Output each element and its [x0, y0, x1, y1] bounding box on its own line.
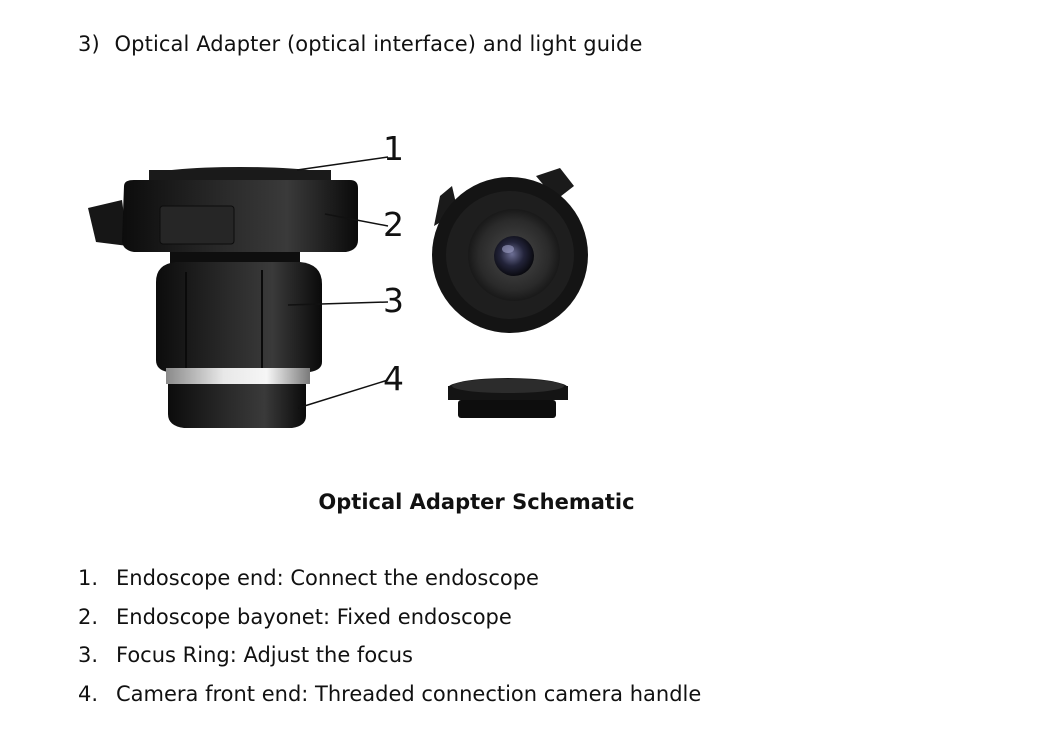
list-item: 3. Focus Ring: Adjust the focus [78, 643, 701, 682]
component-list: 1. Endoscope end: Connect the endoscope … [78, 566, 701, 720]
list-item-text: Endoscope end: Connect the endoscope [116, 566, 539, 590]
list-item-number: 4. [78, 681, 99, 706]
list-item-number: 2. [78, 604, 99, 629]
list-item-text: Focus Ring: Adjust the focus [116, 643, 413, 667]
leader-line-2 [324, 213, 389, 227]
list-item: 4. Camera front end: Threaded connection… [78, 682, 701, 721]
section-title: Optical Adapter (optical interface) and … [114, 32, 643, 56]
list-item-text: Endoscope bayonet: Fixed endoscope [116, 604, 512, 629]
adapter-side-view [88, 167, 358, 428]
section-heading: 3) Optical Adapter (optical interface) a… [78, 32, 643, 56]
leader-line-1 [296, 156, 389, 171]
list-item: 1. Endoscope end: Connect the endoscope [78, 566, 701, 605]
adapter-cap [448, 378, 568, 418]
callout-4: 4 [383, 359, 404, 398]
list-item: 2. Endoscope bayonet: Fixed endoscope [78, 605, 701, 644]
callout-1: 1 [383, 129, 404, 168]
leader-line-4 [297, 379, 389, 409]
leader-line-3 [287, 301, 389, 306]
callout-2: 2 [383, 205, 404, 244]
list-item-number: 3. [78, 643, 99, 667]
adapter-front-view [432, 168, 588, 333]
list-item-number: 1. [78, 566, 99, 590]
callout-3: 3 [383, 281, 404, 320]
list-item-text: Camera front end: Threaded connection ca… [116, 681, 702, 706]
figure-caption: Optical Adapter Schematic [318, 490, 635, 514]
section-number: 3) [78, 32, 100, 56]
